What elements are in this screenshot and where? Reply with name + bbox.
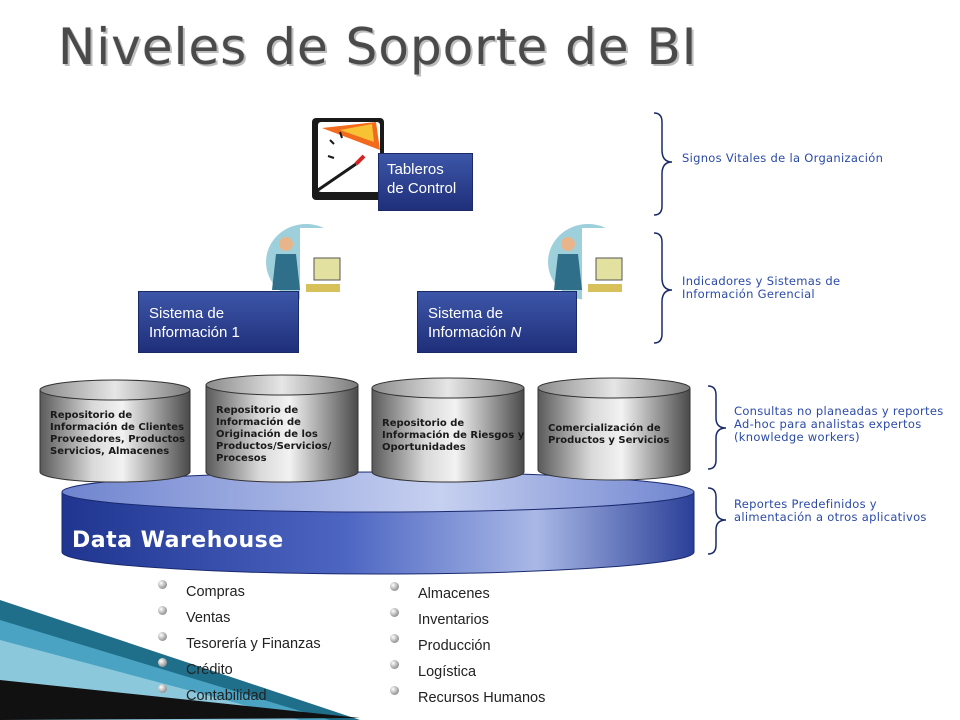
list-item: Logística <box>390 660 545 688</box>
dashboard-label: Tableros de Control <box>387 161 457 197</box>
person-at-computer-icon-left <box>266 224 346 302</box>
repository-cylinder-4 <box>537 377 691 481</box>
note-reports: Reportes Predefinidos y alimentación a o… <box>734 497 927 524</box>
sphere-bullet-icon <box>158 632 167 641</box>
sphere-bullet-icon <box>390 634 399 643</box>
list-item: Almacenes <box>390 582 545 610</box>
info-system-n-italic: N <box>510 324 522 341</box>
note-indicators: Indicadores y Sistemas de Información Ge… <box>682 274 841 301</box>
sphere-bullet-icon <box>158 684 167 693</box>
note-adhoc: Consultas no planeadas y reportes Ad-hoc… <box>734 404 944 444</box>
info-system-1-box: Sistema de Información 1 <box>138 291 299 353</box>
sphere-bullet-icon <box>390 582 399 591</box>
page-title: Niveles de Soporte de BI <box>58 18 698 76</box>
repository-label-4: Comercialización de Productos y Servicio… <box>548 423 670 446</box>
brace-1 <box>653 112 673 216</box>
source-list-right: Almacenes Inventarios Producción Logísti… <box>390 582 545 714</box>
source-list-left: Compras Ventas Tesorería y Finanzas Créd… <box>158 580 321 712</box>
note-vital-signs: Signos Vitales de la Organización <box>682 151 884 165</box>
repository-label-1: Repositorio de Información de Clientes P… <box>50 410 186 457</box>
brace-3 <box>707 385 727 470</box>
repository-label-2: Repositorio de Información de Originació… <box>216 405 332 464</box>
list-item: Crédito <box>158 658 321 686</box>
list-item: Contabilidad <box>158 684 321 712</box>
sphere-bullet-icon <box>390 660 399 669</box>
sphere-bullet-icon <box>390 608 399 617</box>
person-at-computer-icon-right <box>548 224 628 302</box>
list-item: Recursos Humanos <box>390 686 545 714</box>
decorative-swoosh <box>0 600 360 720</box>
brace-2 <box>653 232 673 344</box>
sphere-bullet-icon <box>158 606 167 615</box>
list-item: Ventas <box>158 606 321 634</box>
repository-cylinder-2 <box>205 374 359 483</box>
brace-4 <box>707 487 727 555</box>
sphere-bullet-icon <box>158 580 167 589</box>
data-warehouse-cylinder <box>61 471 695 575</box>
list-item: Compras <box>158 580 321 608</box>
list-item: Producción <box>390 634 545 662</box>
data-warehouse-label: Data Warehouse <box>72 528 284 553</box>
list-item: Tesorería y Finanzas <box>158 632 321 660</box>
info-system-n-label: Sistema de Información <box>428 305 511 341</box>
info-system-1-label: Sistema de Información 1 <box>149 305 240 341</box>
sphere-bullet-icon <box>390 686 399 695</box>
sphere-bullet-icon <box>158 658 167 667</box>
info-system-n-box: Sistema de Información N <box>417 291 577 353</box>
dashboard-box: Tableros de Control <box>378 153 473 211</box>
list-item: Inventarios <box>390 608 545 636</box>
repository-cylinder-1 <box>39 379 191 483</box>
gauge-icon <box>312 118 384 200</box>
repository-cylinder-3 <box>371 377 525 483</box>
repository-label-3: Repositorio de Información de Riesgos y … <box>382 418 525 453</box>
